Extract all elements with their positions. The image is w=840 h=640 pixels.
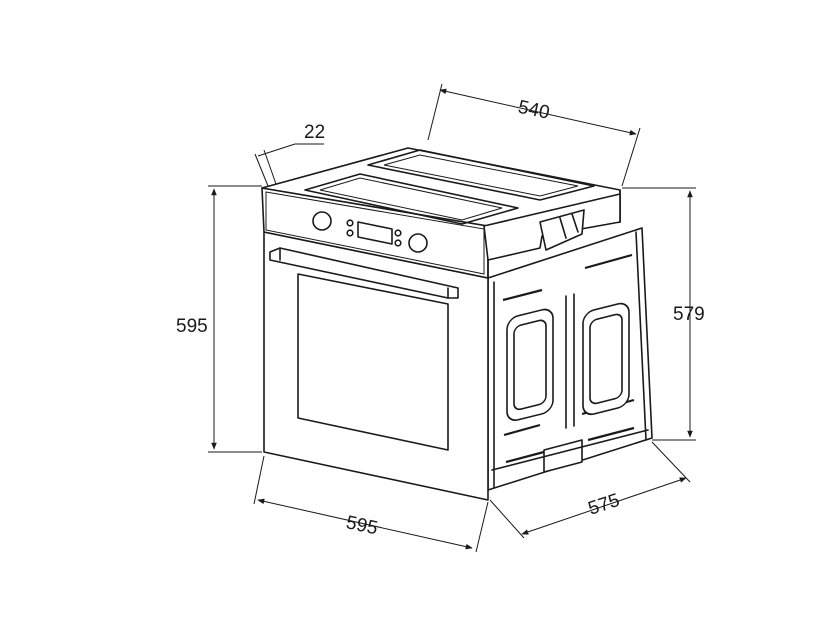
top-vent-right xyxy=(367,149,595,201)
oven-top xyxy=(261,147,621,279)
dim-label-front-height: 595 xyxy=(176,316,208,337)
top-vent-left xyxy=(304,173,519,225)
rear-clip xyxy=(539,209,585,251)
oven-drawing xyxy=(261,147,653,501)
oven-front-door xyxy=(263,231,489,501)
oven-side-body xyxy=(487,227,653,491)
knob-left-icon xyxy=(312,211,332,231)
display-button-icon xyxy=(346,229,354,237)
door-handle xyxy=(269,247,459,299)
display-button-icon xyxy=(346,219,354,227)
dim-label-side-depth: 575 xyxy=(586,490,623,520)
dim-label-top-depth: 540 xyxy=(516,97,551,124)
dim-label-front-width: 595 xyxy=(344,512,379,539)
display-button-icon xyxy=(394,239,402,247)
display-screen xyxy=(357,221,393,245)
control-panel xyxy=(261,187,489,279)
dim-label-side-height: 579 xyxy=(673,304,705,325)
display-button-icon xyxy=(394,229,402,237)
dim-label-trim: 22 xyxy=(304,122,325,143)
knob-right-icon xyxy=(408,233,428,253)
side-panel-right-cutout xyxy=(582,302,630,416)
dimension-lines xyxy=(208,83,696,553)
side-panel-left-cutout xyxy=(506,308,554,422)
side-bottom-block xyxy=(543,439,583,473)
